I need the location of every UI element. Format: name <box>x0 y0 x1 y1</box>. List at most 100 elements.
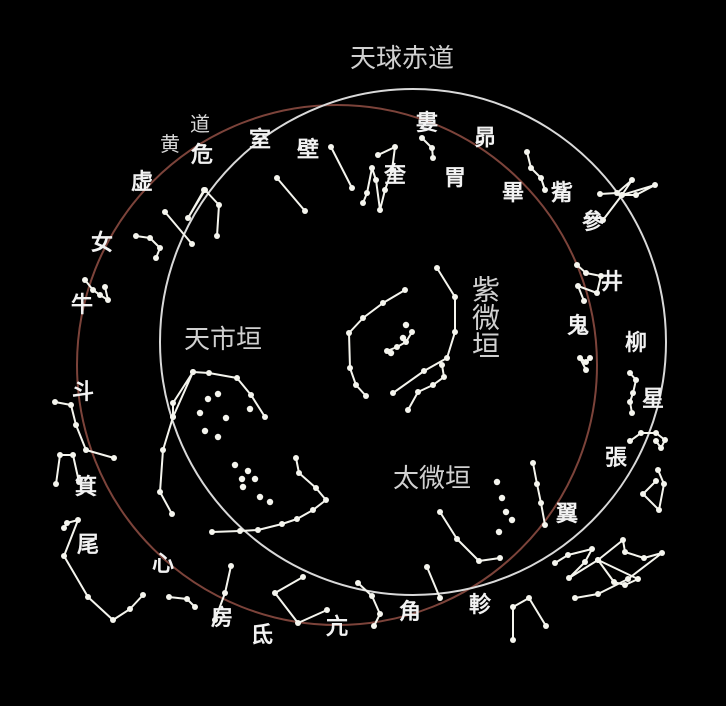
mansion-label: 參 <box>582 209 605 235</box>
star-dot <box>160 447 166 453</box>
star-dot <box>296 470 302 476</box>
mansion-label: 亢 <box>326 614 349 640</box>
star-dot <box>313 485 319 491</box>
star-dot <box>140 592 146 598</box>
star-dot <box>238 475 246 483</box>
constellation-yi <box>552 537 665 601</box>
star-dot <box>497 555 503 561</box>
star-dot <box>294 516 300 522</box>
star-dot <box>266 498 274 506</box>
mansion-label: 翼 <box>556 501 579 527</box>
star-dot <box>295 620 301 626</box>
mansion-label: 張 <box>605 445 628 471</box>
star-dot <box>574 262 580 268</box>
star-dot <box>405 407 411 413</box>
star-dot <box>510 604 516 610</box>
ecliptic-label-dao: 道 <box>190 112 210 136</box>
constellation-bi <box>328 144 355 191</box>
star-dot <box>189 241 195 247</box>
star-dot <box>565 552 571 558</box>
star-dot <box>498 494 506 502</box>
star-dot <box>111 455 117 461</box>
star-dot <box>526 595 532 601</box>
star-dot <box>600 217 606 223</box>
constellation-taiwei-2 <box>530 460 548 528</box>
star-dot <box>415 389 421 395</box>
mansion-label: 房 <box>211 605 234 631</box>
star-dot <box>430 382 436 388</box>
star-dot <box>409 329 415 335</box>
constellation-gui <box>577 355 593 373</box>
star-dot <box>204 395 212 403</box>
constellation-zhen <box>510 595 549 643</box>
constellation-wei2 <box>185 187 222 239</box>
star-dot <box>419 135 425 141</box>
mansion-label: 昴 <box>474 125 497 151</box>
star-dot <box>239 483 247 491</box>
constellation-liu <box>627 370 639 416</box>
star-dot <box>661 481 667 487</box>
star-dot <box>495 528 503 536</box>
star-dot <box>524 149 530 155</box>
star-dot <box>619 192 625 198</box>
star-dot <box>157 245 163 251</box>
star-dot <box>656 507 662 513</box>
star-dot <box>655 467 661 473</box>
star-dot <box>70 452 76 458</box>
constellation-ziwei-lower <box>405 362 447 413</box>
mansion-label: 胃 <box>444 165 467 191</box>
star-dot <box>170 414 176 420</box>
star-dot <box>324 607 330 613</box>
star-dot <box>302 208 308 214</box>
star-dot <box>577 355 583 361</box>
star-dot <box>76 479 82 485</box>
star-dot <box>390 390 396 396</box>
star-dot <box>652 182 658 188</box>
star-dot <box>629 177 635 183</box>
mansion-label: 井 <box>601 269 624 295</box>
star-dot <box>566 575 572 581</box>
star-dot <box>530 460 536 466</box>
ecliptic-label-huang: 黄 <box>160 132 180 156</box>
star-dot <box>97 292 103 298</box>
star-dot <box>231 461 239 469</box>
star-dot <box>638 430 644 436</box>
star-dot <box>658 445 664 451</box>
star-dot <box>424 564 430 570</box>
constellation-niu <box>82 277 111 303</box>
mansion-label: 女 <box>91 230 114 256</box>
star-dot <box>454 536 460 542</box>
star-dot <box>52 399 58 405</box>
mansion-label: 尾 <box>77 532 100 558</box>
star-dot <box>214 433 222 441</box>
star-dot <box>133 233 139 239</box>
star-dot <box>633 377 639 383</box>
constellation-wei <box>61 517 146 623</box>
star-dot <box>363 393 369 399</box>
star-dot <box>369 165 375 171</box>
star-dot <box>572 595 578 601</box>
star-dot <box>82 277 88 283</box>
constellation-lou <box>419 135 436 161</box>
star-dot <box>162 209 168 215</box>
mansion-label: 鬼 <box>567 313 590 339</box>
constellation-ziwei-right <box>390 265 458 396</box>
star-dot <box>452 329 458 335</box>
star-dot <box>61 525 67 531</box>
enclosure-taiwei: 太微垣 <box>393 464 472 494</box>
star-dot <box>633 192 639 198</box>
star-dot <box>437 509 443 515</box>
star-dot <box>360 200 366 206</box>
constellation-xing <box>627 430 668 451</box>
star-dot <box>377 207 383 213</box>
star-dot <box>382 187 388 193</box>
constellation-taiwei-1 <box>437 509 503 564</box>
star-dot <box>595 591 601 597</box>
star-dot <box>534 481 540 487</box>
star-dot <box>246 405 254 413</box>
constellation-layer <box>52 135 668 643</box>
star-dot <box>105 297 111 303</box>
star-dot <box>653 478 659 484</box>
star-dot <box>434 265 440 271</box>
mansion-label: 氐 <box>251 622 274 648</box>
